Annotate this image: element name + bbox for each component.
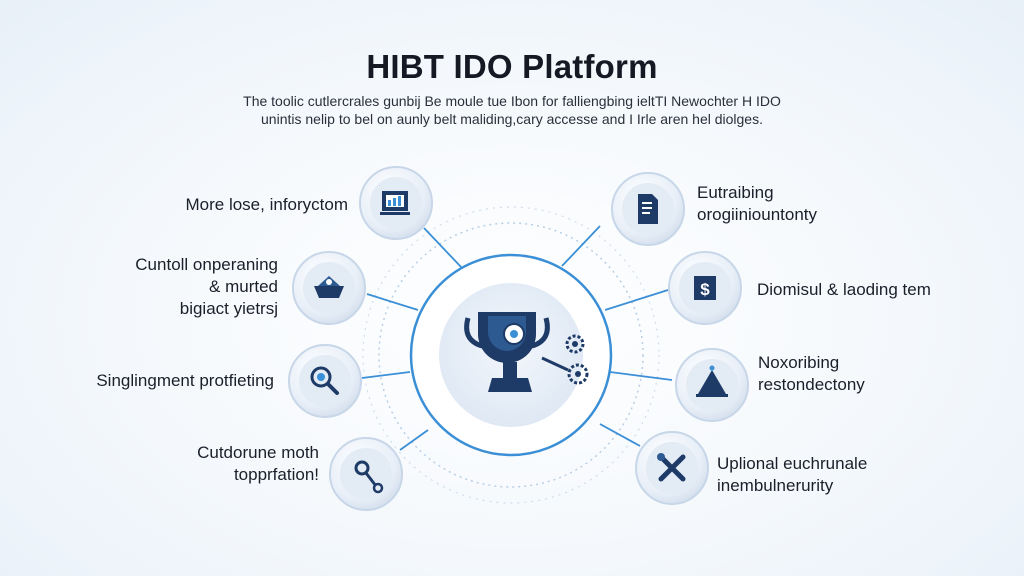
magnifier-search-icon	[310, 366, 339, 395]
connector-r2	[604, 289, 669, 311]
connector-lines	[361, 225, 673, 451]
connector-l3	[361, 371, 411, 379]
pyramid-icon	[696, 365, 728, 397]
node-r3	[675, 348, 749, 422]
label-l1: More lose, inforyctom	[185, 195, 349, 214]
connector-l4	[399, 429, 429, 451]
boat-icon	[314, 276, 344, 298]
subtitle-line-1: The toolic cutlercrales gunbij Be moule …	[243, 93, 781, 109]
node-r4	[635, 431, 709, 505]
connector-r4	[599, 423, 641, 447]
dollar-tag-icon: $	[694, 276, 716, 300]
svg-text:$: $	[700, 280, 710, 299]
label-l3: Singlingment protfieting	[96, 371, 274, 390]
key-wrench-icon	[354, 460, 384, 494]
node-r2: $	[668, 251, 742, 325]
dotted-rings	[362, 206, 660, 504]
page-title: HIBT IDO Platform	[366, 48, 658, 85]
connector-l2	[366, 293, 419, 311]
node-l4	[329, 437, 403, 511]
center-hub	[409, 253, 613, 457]
monitor-chart-icon	[380, 191, 410, 215]
connector-r1	[561, 225, 601, 267]
page-subtitle: The toolic cutlercrales gunbij Be moule …	[212, 92, 812, 128]
label-l4: Cutdorune moth topprfation!	[197, 443, 319, 484]
label-l2: Cuntoll onperaning & murted bigiact yiet…	[135, 255, 278, 318]
connector-l1	[423, 227, 463, 269]
trophy-gears-icon	[464, 312, 589, 392]
connector-r3	[609, 371, 673, 381]
node-l3	[288, 344, 362, 418]
node-r1	[611, 172, 685, 246]
node-l2	[292, 251, 366, 325]
crossed-tools-icon	[657, 453, 686, 482]
document-phone-icon	[638, 194, 658, 224]
label-r2: Diomisul & laoding tem	[757, 280, 931, 299]
node-l1	[359, 166, 433, 240]
subtitle-line-2: unintis nelip to bel on aunly belt malid…	[261, 111, 763, 127]
label-r1: Eutraibing orogiiniountonty	[697, 183, 818, 224]
label-r3: Noxoribing restondectony	[758, 353, 865, 394]
label-r4: Uplional euchrunale inembulnerurity	[717, 454, 868, 495]
